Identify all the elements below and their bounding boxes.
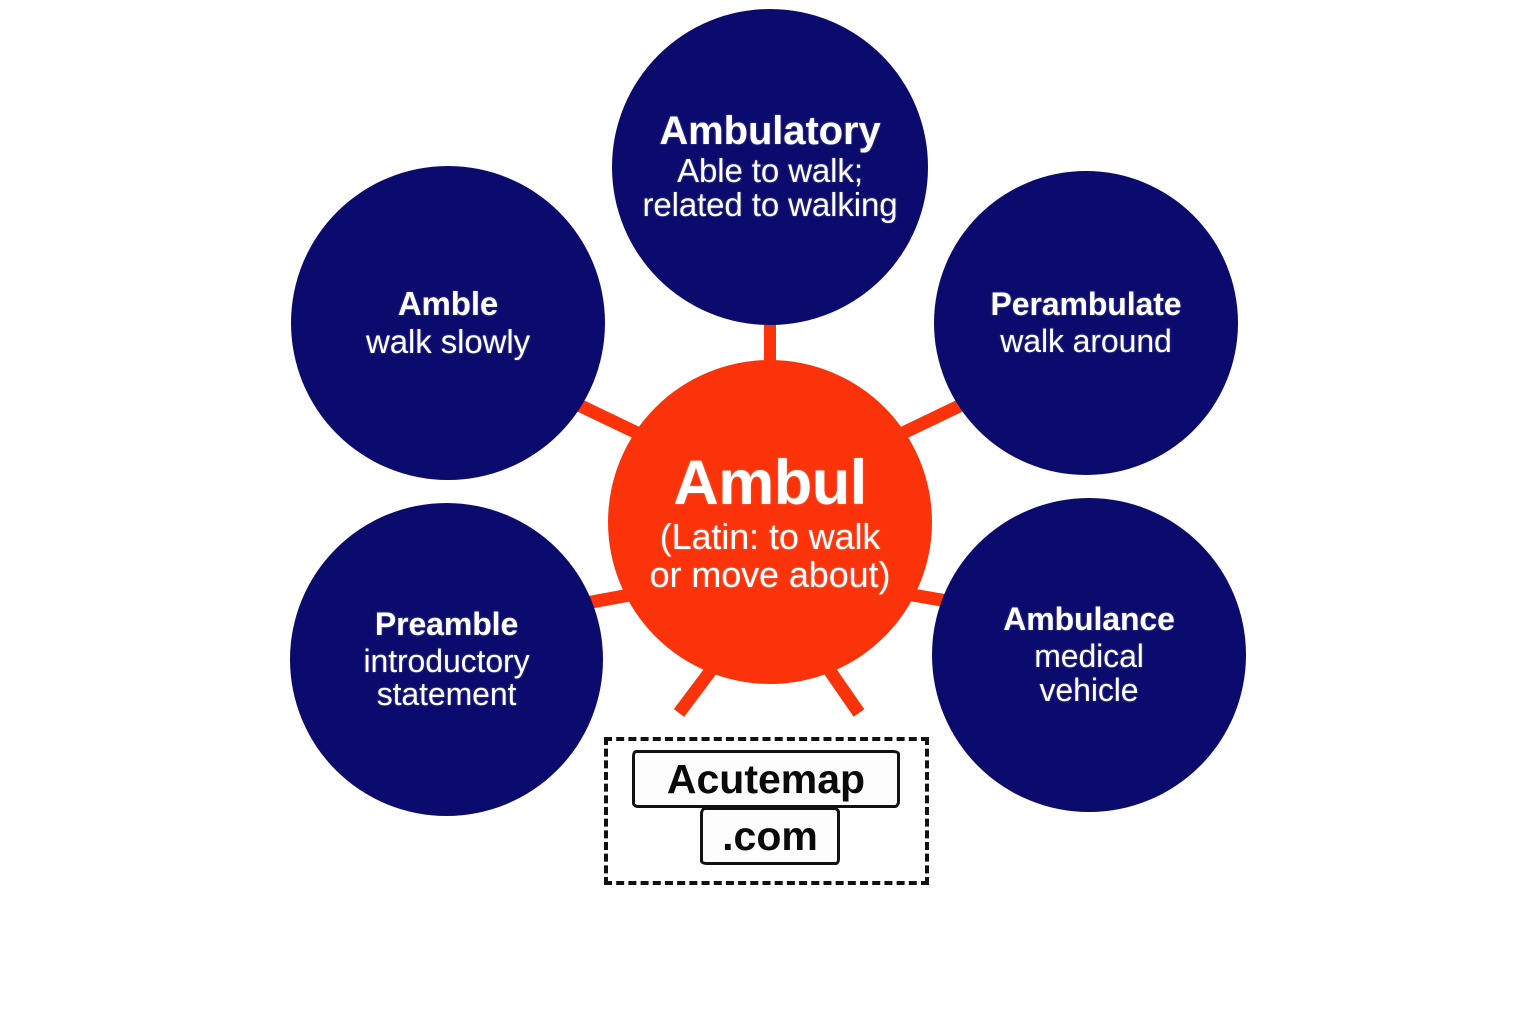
- watermark-box: Acutemap .com: [604, 737, 929, 885]
- watermark-line-2: .com: [700, 807, 840, 865]
- center-node-ambul[interactable]: Ambul (Latin: to walk or move about): [608, 360, 932, 684]
- branch-node-ambulance[interactable]: Ambulance medical vehicle: [932, 498, 1246, 812]
- branch-desc-ambulatory-line1: Able to walk;: [677, 151, 863, 189]
- branch-node-ambulatory[interactable]: Ambulatory Able to walk; related to walk…: [612, 9, 928, 325]
- center-desc-line1: (Latin: to walk: [659, 516, 881, 558]
- branch-node-amble[interactable]: Amble walk slowly: [291, 166, 605, 480]
- branch-node-perambulate[interactable]: Perambulate walk around: [934, 171, 1238, 475]
- branch-title-amble: Amble: [397, 285, 499, 323]
- branch-desc-ambulance-line1: medical: [1034, 638, 1144, 675]
- branch-title-ambulance: Ambulance: [1003, 601, 1175, 638]
- branch-title-perambulate: Perambulate: [990, 286, 1182, 323]
- branch-desc-ambulatory-line2: related to walking: [642, 186, 898, 224]
- branch-desc-amble-line1: walk slowly: [366, 322, 530, 360]
- branch-desc-ambulance-line2: vehicle: [1039, 671, 1139, 708]
- branch-desc-preamble-line2: statement: [376, 676, 517, 713]
- branch-desc-preamble-line1: introductory: [363, 642, 530, 679]
- branch-title-ambulatory: Ambulatory: [659, 109, 881, 154]
- center-title: Ambul: [673, 447, 867, 518]
- branch-desc-perambulate-line1: walk around: [1000, 322, 1172, 359]
- branch-title-preamble: Preamble: [374, 605, 519, 642]
- branch-node-preamble[interactable]: Preamble introductory statement: [290, 503, 603, 816]
- center-desc-line2: or move about): [649, 553, 891, 595]
- watermark-line-1: Acutemap: [632, 750, 900, 808]
